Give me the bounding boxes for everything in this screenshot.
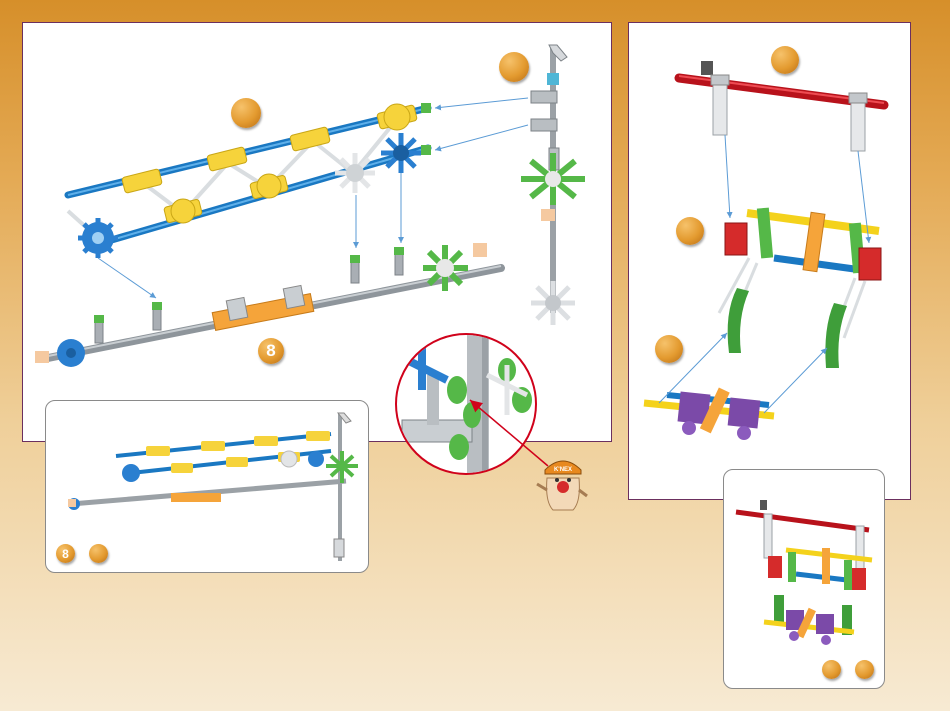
mascot-cap-text: K'NEX xyxy=(554,467,572,473)
preview-step-badge xyxy=(89,544,108,563)
quantity-badge: 8 xyxy=(258,338,284,364)
blue-hub-right xyxy=(381,133,421,173)
zoom-detail-diagram xyxy=(397,335,537,475)
swing-preview-badge-1 xyxy=(822,660,841,679)
step-badge-right xyxy=(499,52,529,82)
vertical-pole-assembly xyxy=(521,45,585,325)
preview-quantity-badge: 8 xyxy=(56,544,75,563)
swing-preview-diagram xyxy=(724,470,885,689)
white-hub xyxy=(335,153,375,193)
blue-hub-left xyxy=(78,218,118,258)
swing-preview-inset xyxy=(723,469,885,689)
swing-preview-badge-2 xyxy=(855,660,874,679)
swing-step-badge-bottom xyxy=(655,335,683,363)
step-badge-left xyxy=(231,98,261,128)
knex-mascot: K'NEX xyxy=(535,450,591,514)
mascot-figure: K'NEX xyxy=(535,450,591,514)
swing-step-badge-top xyxy=(771,46,799,74)
zoom-detail-circle xyxy=(395,333,537,475)
preview-inset: 8 xyxy=(45,400,369,573)
swing-build-diagram xyxy=(629,23,911,500)
swing-step-badge-middle xyxy=(676,217,704,245)
swing-build-panel xyxy=(628,22,911,500)
